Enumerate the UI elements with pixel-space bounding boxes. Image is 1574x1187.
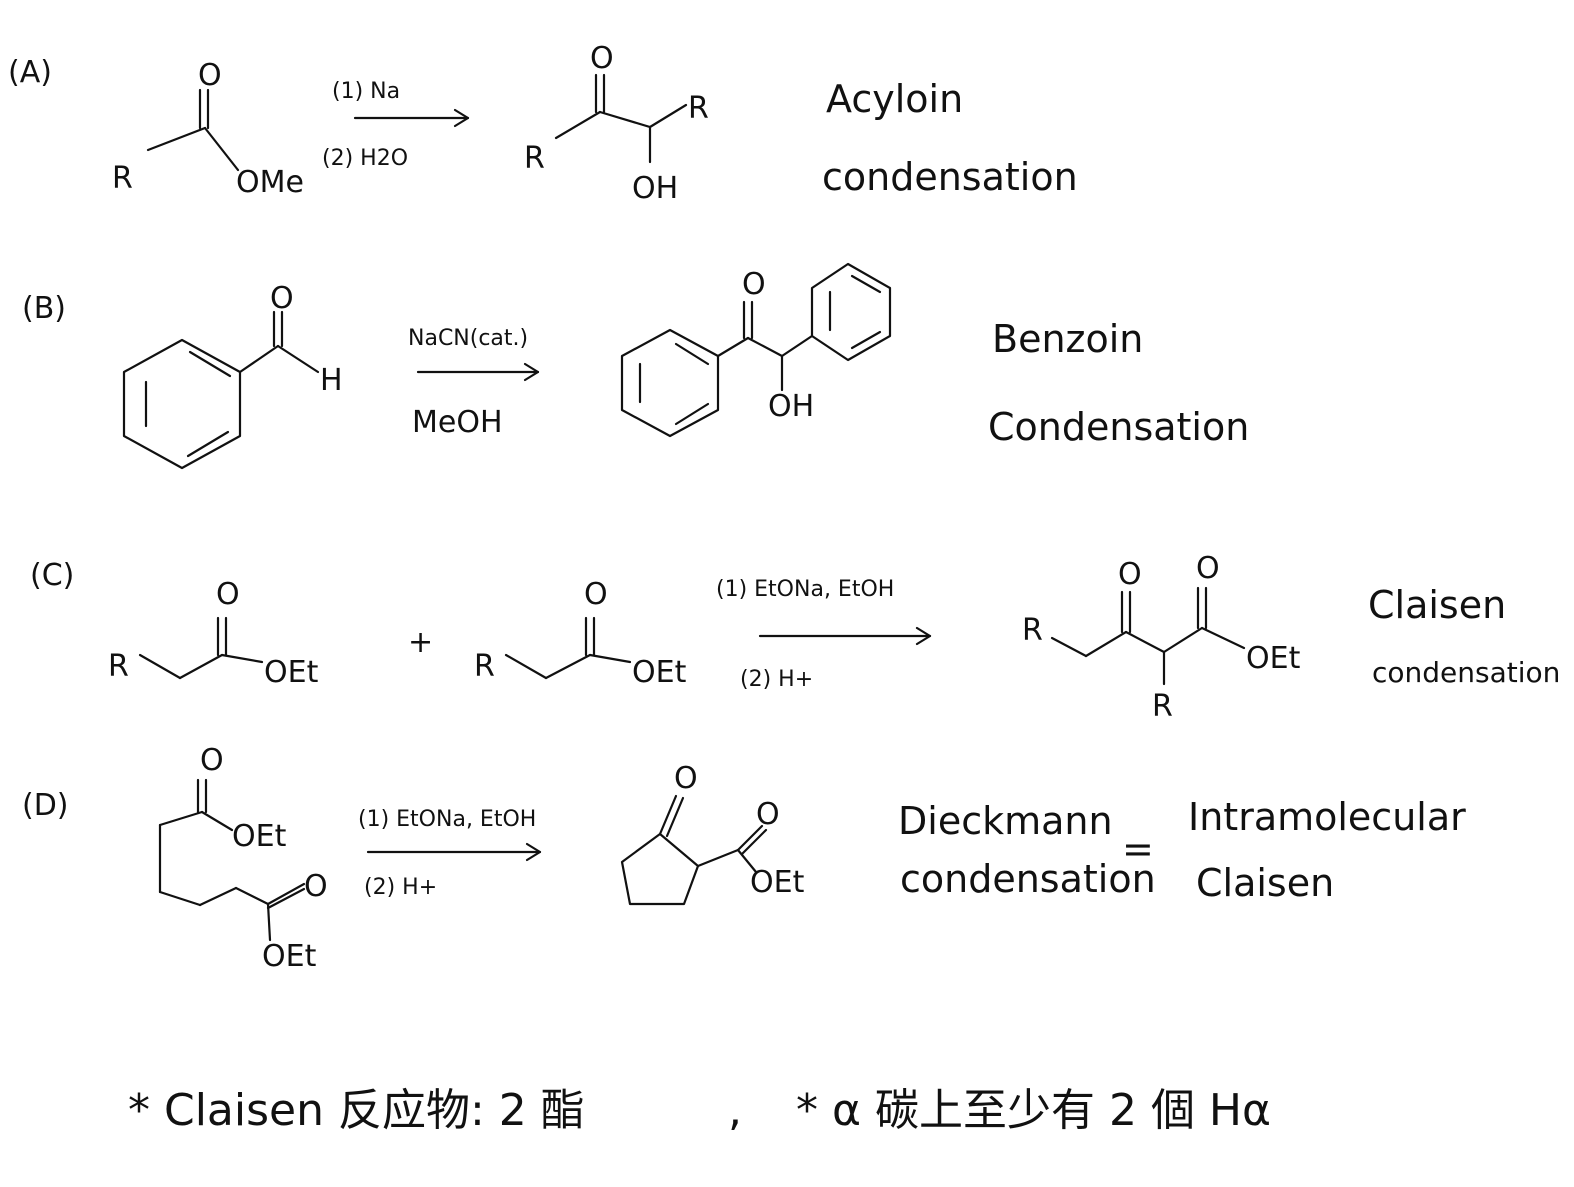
- section-d-name2: condensation: [900, 857, 1156, 901]
- section-b-name2: Condensation: [988, 405, 1249, 449]
- section-c-reactant2: O R OEt: [474, 577, 687, 690]
- section-a-arrow: (1) Na (2) H2O: [322, 79, 470, 171]
- section-d-reactant-o2: O: [304, 869, 328, 904]
- section-c-product-o1: O: [1118, 557, 1142, 592]
- section-d-reactant-o1: O: [200, 743, 224, 778]
- section-c-reactant1: O R OEt: [108, 577, 319, 690]
- section-c-name1: Claisen: [1368, 583, 1506, 627]
- section-c-product-r2: R: [1152, 689, 1173, 724]
- section-d-product: O O OEt: [620, 761, 805, 906]
- section-a-reactant-ome: OMe: [236, 165, 304, 200]
- section-c-arrow: (1) EtONa, EtOH (2) H+: [716, 577, 932, 692]
- section-a-reactant-r: R: [112, 161, 133, 196]
- section-b-name1: Benzoin: [992, 317, 1143, 361]
- footnote-comma: ,: [728, 1085, 742, 1136]
- section-c-plus: +: [408, 625, 433, 660]
- section-c-reactant1-r: R: [108, 649, 129, 684]
- section-b: (B) O H NaCN(cat.) MeOH: [22, 262, 1249, 470]
- section-a-product: O R R OH: [524, 41, 709, 206]
- section-d-cond1: (1) EtONa, EtOH: [358, 807, 536, 832]
- section-b-reactant: O H: [122, 281, 343, 470]
- section-b-arrow: NaCN(cat.) MeOH: [408, 326, 540, 440]
- section-d-product-o2: O: [756, 797, 780, 832]
- section-a-reactant-o: O: [198, 58, 222, 93]
- section-a-name1: Acyloin: [826, 77, 963, 121]
- section-c-reactant2-o: O: [584, 577, 608, 612]
- section-c-label: (C): [30, 558, 74, 593]
- section-c-reactant2-oet: OEt: [632, 655, 687, 690]
- section-a-product-oh: OH: [632, 171, 678, 206]
- section-d-cond2: (2) H+: [364, 875, 437, 900]
- section-b-product-o: O: [742, 267, 766, 302]
- section-a-reactant: O R OMe: [112, 58, 304, 200]
- section-c-cond2: (2) H+: [740, 667, 813, 692]
- section-c-product-o2: O: [1196, 551, 1220, 586]
- section-b-reactant-h: H: [320, 363, 343, 398]
- section-b-product: O OH: [620, 262, 892, 438]
- section-a-name2: condensation: [822, 155, 1078, 199]
- section-b-cond1: NaCN(cat.): [408, 326, 528, 351]
- section-a: (A) O R OMe (1) Na (2) H2O O R R O: [8, 41, 1078, 206]
- section-d-arrow: (1) EtONa, EtOH (2) H+: [358, 807, 542, 900]
- section-c: (C) O R OEt + O R OEt (1) EtONa, EtOH: [30, 551, 1560, 724]
- section-c-product-oet: OEt: [1246, 641, 1301, 676]
- section-b-product-oh: OH: [768, 389, 814, 424]
- section-a-product-r1: R: [524, 141, 545, 176]
- section-d-alt1: Intramolecular: [1188, 795, 1466, 839]
- section-c-reactant1-oet: OEt: [264, 655, 319, 690]
- section-d-label: (D): [22, 788, 69, 823]
- section-c-reactant2-r: R: [474, 649, 495, 684]
- footnote-reactants: * Claisen 反应物: 2 酯: [128, 1085, 585, 1136]
- section-a-cond1: (1) Na: [332, 79, 400, 104]
- section-a-label: (A): [8, 55, 52, 90]
- section-c-product: O O R R OEt: [1022, 551, 1301, 724]
- section-a-product-o: O: [590, 41, 614, 76]
- section-a-product-r2: R: [688, 91, 709, 126]
- section-b-cond2: MeOH: [412, 405, 503, 440]
- section-c-reactant1-o: O: [216, 577, 240, 612]
- section-c-cond1: (1) EtONa, EtOH: [716, 577, 894, 602]
- section-a-cond2: (2) H2O: [322, 146, 408, 171]
- section-d-reactant-oet1: OEt: [232, 819, 287, 854]
- section-d: (D) O O OEt OEt (1) EtONa, EtOH (2) H+: [22, 743, 1466, 974]
- section-d-alt2: Claisen: [1196, 861, 1334, 905]
- section-c-product-r1: R: [1022, 613, 1043, 648]
- section-d-name1: Dieckmann: [898, 799, 1113, 843]
- footnote: * Claisen 反应物: 2 酯 , * α 碳上至少有 2 個 Hα: [128, 1085, 1271, 1136]
- section-d-equals: =: [1122, 827, 1154, 871]
- section-d-reactant: O O OEt OEt: [158, 743, 328, 974]
- section-b-reactant-o: O: [270, 281, 294, 316]
- section-b-label: (B): [22, 291, 66, 326]
- footnote-alpha-hydrogens: * α 碳上至少有 2 個 Hα: [796, 1085, 1271, 1136]
- section-d-reactant-oet2: OEt: [262, 939, 317, 974]
- section-d-product-oet: OEt: [750, 865, 805, 900]
- section-d-product-o1: O: [674, 761, 698, 796]
- section-c-name2: condensation: [1372, 656, 1560, 689]
